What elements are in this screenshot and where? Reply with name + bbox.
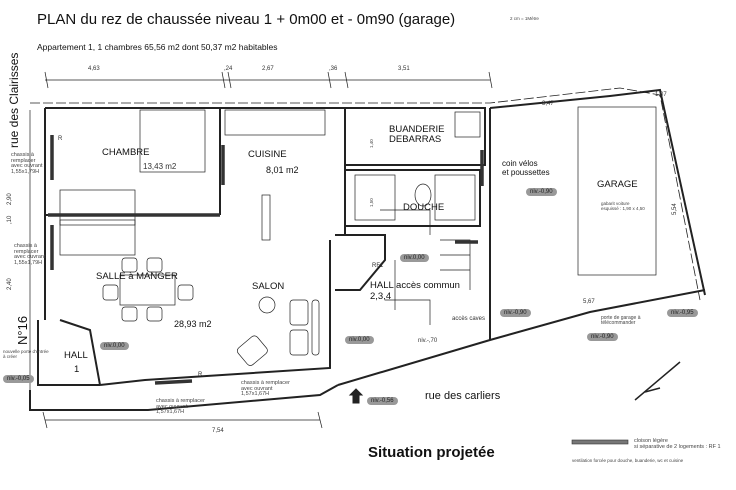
level-entree: niv.-0,05 <box>3 375 34 383</box>
page-title: PLAN du rez de chaussée niveau 1 + 0m00 … <box>37 11 456 28</box>
dim-garage-top: 3,47 <box>542 101 554 107</box>
dim-garage-bottom: 5,67 <box>583 299 595 305</box>
legend-cloison: cloison légère si séparative de 2 logeme… <box>634 438 721 450</box>
room-chambre: CHAMBRE <box>102 147 150 158</box>
interior-lines <box>59 106 657 366</box>
dim-top-4: ,36 <box>329 66 338 72</box>
dim-buanderie: 1,40 <box>369 139 374 148</box>
note-chassis-bottom-1: chassis à remplacer avec ouvrant 1,57x1,… <box>156 398 205 415</box>
room-salle-area: 28,93 m2 <box>174 319 212 329</box>
room-hall-commun-number: 2,3,4 <box>370 291 392 302</box>
dim-top-1: 4,63 <box>88 66 100 72</box>
note-acces-caves: accès caves <box>452 316 486 322</box>
street-number: N°16 <box>15 315 30 345</box>
dimension-line-top <box>44 71 493 89</box>
dim-left-2: ,10 <box>7 215 13 224</box>
room-garage: GARAGE <box>597 179 638 190</box>
room-salon: SALON <box>252 281 285 292</box>
level-garage-right: niv.-0,95 <box>667 309 698 317</box>
note-chassis-left-2: chassis à remplacer avec ouvrant 1,55x1,… <box>14 243 46 266</box>
thick-partitions <box>48 135 484 385</box>
room-hall-1-number: 1 <box>74 364 80 375</box>
dim-garage-side: 5,54 <box>672 203 678 215</box>
dim-garage-corner: 1,07 <box>655 92 667 98</box>
note-rf1: RF1 <box>372 263 384 269</box>
dim-douche: 1,50 <box>369 198 374 207</box>
level-hall1: niv.0,00 <box>100 342 129 350</box>
walls <box>29 88 706 411</box>
entrance-arrow-icon <box>348 388 364 404</box>
dim-top-3: 2,67 <box>262 66 274 72</box>
situation-title: Situation projetée <box>368 444 495 461</box>
dim-top-2: ,24 <box>224 66 233 72</box>
dim-top-5: 3,51 <box>398 66 410 72</box>
street-west: rue des Clairisses <box>7 52 21 148</box>
level-velos: niv.-0,90 <box>526 188 557 196</box>
level-garage-door: niv.-0,90 <box>587 333 618 341</box>
level-street: niv.-0,56 <box>367 397 398 405</box>
legend-ventilation: ventilation forcée pour douche, buanderi… <box>572 458 684 463</box>
dim-left-3: 2,40 <box>7 278 13 290</box>
room-chambre-area: 13,43 m2 <box>143 162 177 171</box>
room-cuisine-area: 8,01 m2 <box>266 165 299 175</box>
note-porte-garage: porte de garage à télécommander <box>601 315 641 326</box>
note-chassis-left-1: chassis à remplacer avec ouvrant 1,55x1,… <box>11 152 43 175</box>
dim-left-1: 2,90 <box>7 193 13 205</box>
legend-cloison-swatch <box>571 439 629 445</box>
note-niv-minus70: niv.-,70 <box>418 338 438 344</box>
dimension-line-bottom <box>42 411 323 429</box>
north-arrow-icon <box>634 361 681 401</box>
apartment-summary: Appartement 1, 1 chambres 65,56 m2 dont … <box>37 42 278 52</box>
note-chassis-bottom-2: chassis à remplacer avec ouvrant 1,57x1,… <box>241 380 290 397</box>
room-douche: DOUCHE <box>403 202 445 213</box>
note-radiator-chambre: R <box>58 136 63 142</box>
scale-note: 2 cm = 1Mètre <box>510 16 539 21</box>
room-hall-1: HALL <box>64 350 88 361</box>
room-cuisine: CUISINE <box>248 149 287 160</box>
level-stairs: niv.0,00 <box>345 336 374 344</box>
room-coin-velos: coin vélos et poussettes <box>502 159 550 178</box>
note-porte-entree: nouvelle porte d'entrée à créer <box>3 349 49 359</box>
room-hall-commun: HALL accès commun <box>370 280 460 291</box>
note-radiator-salon: R <box>198 372 203 378</box>
garage-car-note: gabarit voiture esquissé : 1,90 x 4,50 <box>601 201 645 211</box>
level-hall-commun: niv.0,00 <box>400 254 429 262</box>
property-line <box>30 87 701 301</box>
room-buanderie: BUANDERIE DEBARRAS <box>389 124 445 145</box>
dim-bottom: 7,54 <box>212 428 224 434</box>
room-salle-a-manger: SALLE à MANGER <box>96 271 178 282</box>
level-caves: niv.-0,90 <box>500 309 531 317</box>
street-south: rue des carliers <box>425 390 501 402</box>
